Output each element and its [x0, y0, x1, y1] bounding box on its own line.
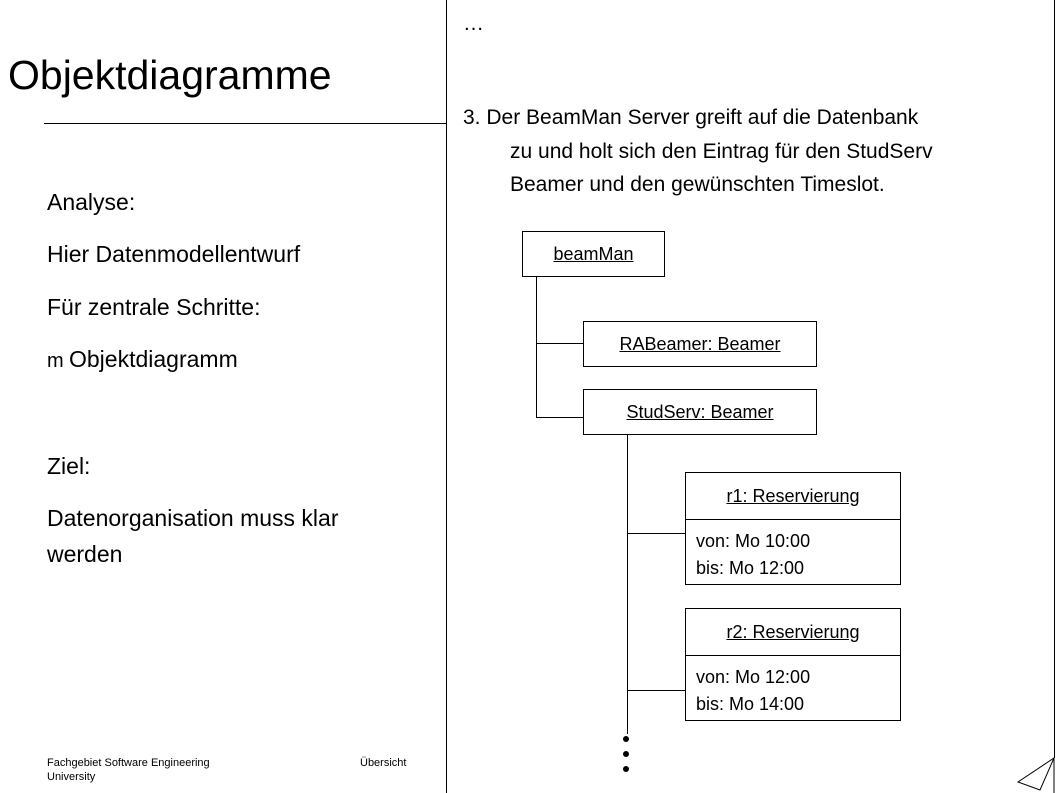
slide-title: Objektdiagramme [8, 52, 332, 98]
object-beamman: beamMan [522, 231, 665, 277]
left-line-schritte: Für zentrale Schritte: [47, 294, 261, 320]
footer-univ: University [47, 771, 96, 783]
object-r1: r1: Reservierung von: Mo 10:00 bis: Mo 1… [685, 472, 901, 585]
page-curl-icon [1016, 756, 1056, 793]
step-text-line1: 3. Der BeamMan Server greift auf die Dat… [463, 106, 919, 129]
object-rabeamer: RABeamer: Beamer [583, 321, 817, 367]
bullet-text: Objektdiagramm [69, 346, 238, 372]
bullet-icon: m [47, 350, 64, 372]
continuation-ellipsis-icon [622, 736, 636, 776]
object-r2-name: r2: Reservierung [726, 621, 860, 642]
goal-text-line2: werden [47, 541, 123, 567]
footer-dept: Fachgebiet Software Engineering [47, 757, 210, 769]
object-r1-von: von: Mo 10:00 [696, 531, 811, 551]
object-studserv: StudServ: Beamer [583, 389, 817, 435]
step-text-line3: Beamer und den gewünschten Timeslot. [510, 173, 885, 196]
step-text-line2: zu und holt sich den Eintrag für den Stu… [510, 140, 933, 163]
note-page-edge [1054, 0, 1055, 758]
connector-r2 [627, 690, 685, 691]
reservation-connector [627, 434, 628, 734]
object-rabeamer-label: RABeamer: Beamer [619, 333, 781, 354]
object-beamman-label: beamMan [553, 243, 634, 264]
title-underline [44, 123, 446, 124]
object-r2-von: von: Mo 12:00 [696, 667, 811, 687]
goal-label: Ziel: [47, 453, 91, 479]
footer-left: Fachgebiet Software Engineering Universi… [47, 756, 210, 784]
footer-center: Übersicht [360, 757, 407, 769]
connector-beamer1 [536, 343, 583, 344]
connector-beamer2 [536, 417, 583, 418]
object-r2-bis: bis: Mo 14:00 [696, 694, 805, 714]
object-studserv-label: StudServ: Beamer [626, 401, 774, 422]
left-line-datenmodell: Hier Datenmodellentwurf [47, 241, 301, 267]
object-r1-bis: bis: Mo 12:00 [696, 558, 805, 578]
analysis-label: Analyse: [47, 189, 136, 215]
root-connector [536, 276, 537, 418]
object-r1-name: r1: Reservierung [726, 485, 860, 506]
goal-text-line1: Datenorganisation muss klar [47, 505, 339, 531]
ellipsis-text: … [463, 12, 484, 35]
connector-r1 [627, 533, 685, 534]
object-r2: r2: Reservierung von: Mo 12:00 bis: Mo 1… [685, 608, 901, 721]
